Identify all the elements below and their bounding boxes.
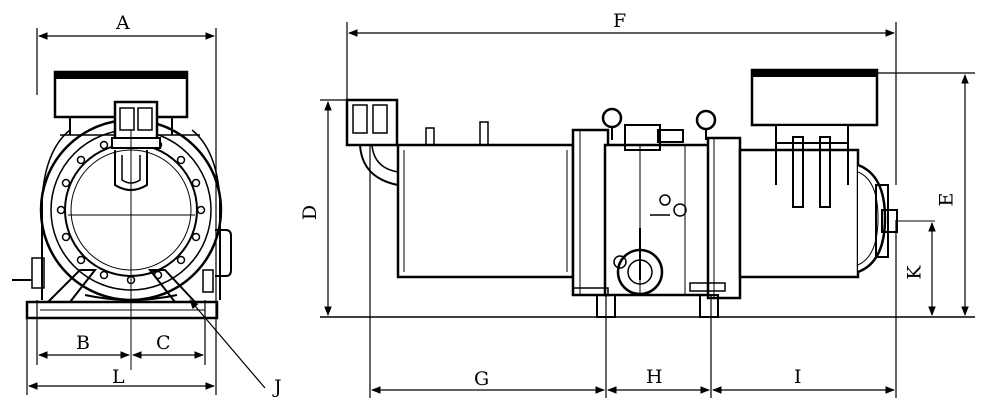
dimension-label-f: F — [613, 10, 627, 32]
front-view — [12, 70, 232, 320]
dimension-label-c: C — [156, 332, 171, 354]
dimension-label-h: H — [646, 366, 663, 388]
side-view — [320, 68, 975, 318]
dimension-label-d: D — [299, 204, 322, 221]
dimension-label-l: L — [112, 366, 125, 388]
dimension-lines — [26, 22, 975, 398]
dimension-label-a: A — [116, 12, 130, 34]
front-centerlines — [68, 130, 195, 370]
dimension-label-i: I — [794, 366, 802, 388]
dimension-label-k: K — [903, 265, 926, 280]
dimension-label-g: G — [474, 368, 490, 390]
dimension-label-j: J — [274, 376, 282, 398]
dimension-label-e: E — [935, 192, 958, 207]
dimension-label-b: B — [76, 332, 90, 354]
